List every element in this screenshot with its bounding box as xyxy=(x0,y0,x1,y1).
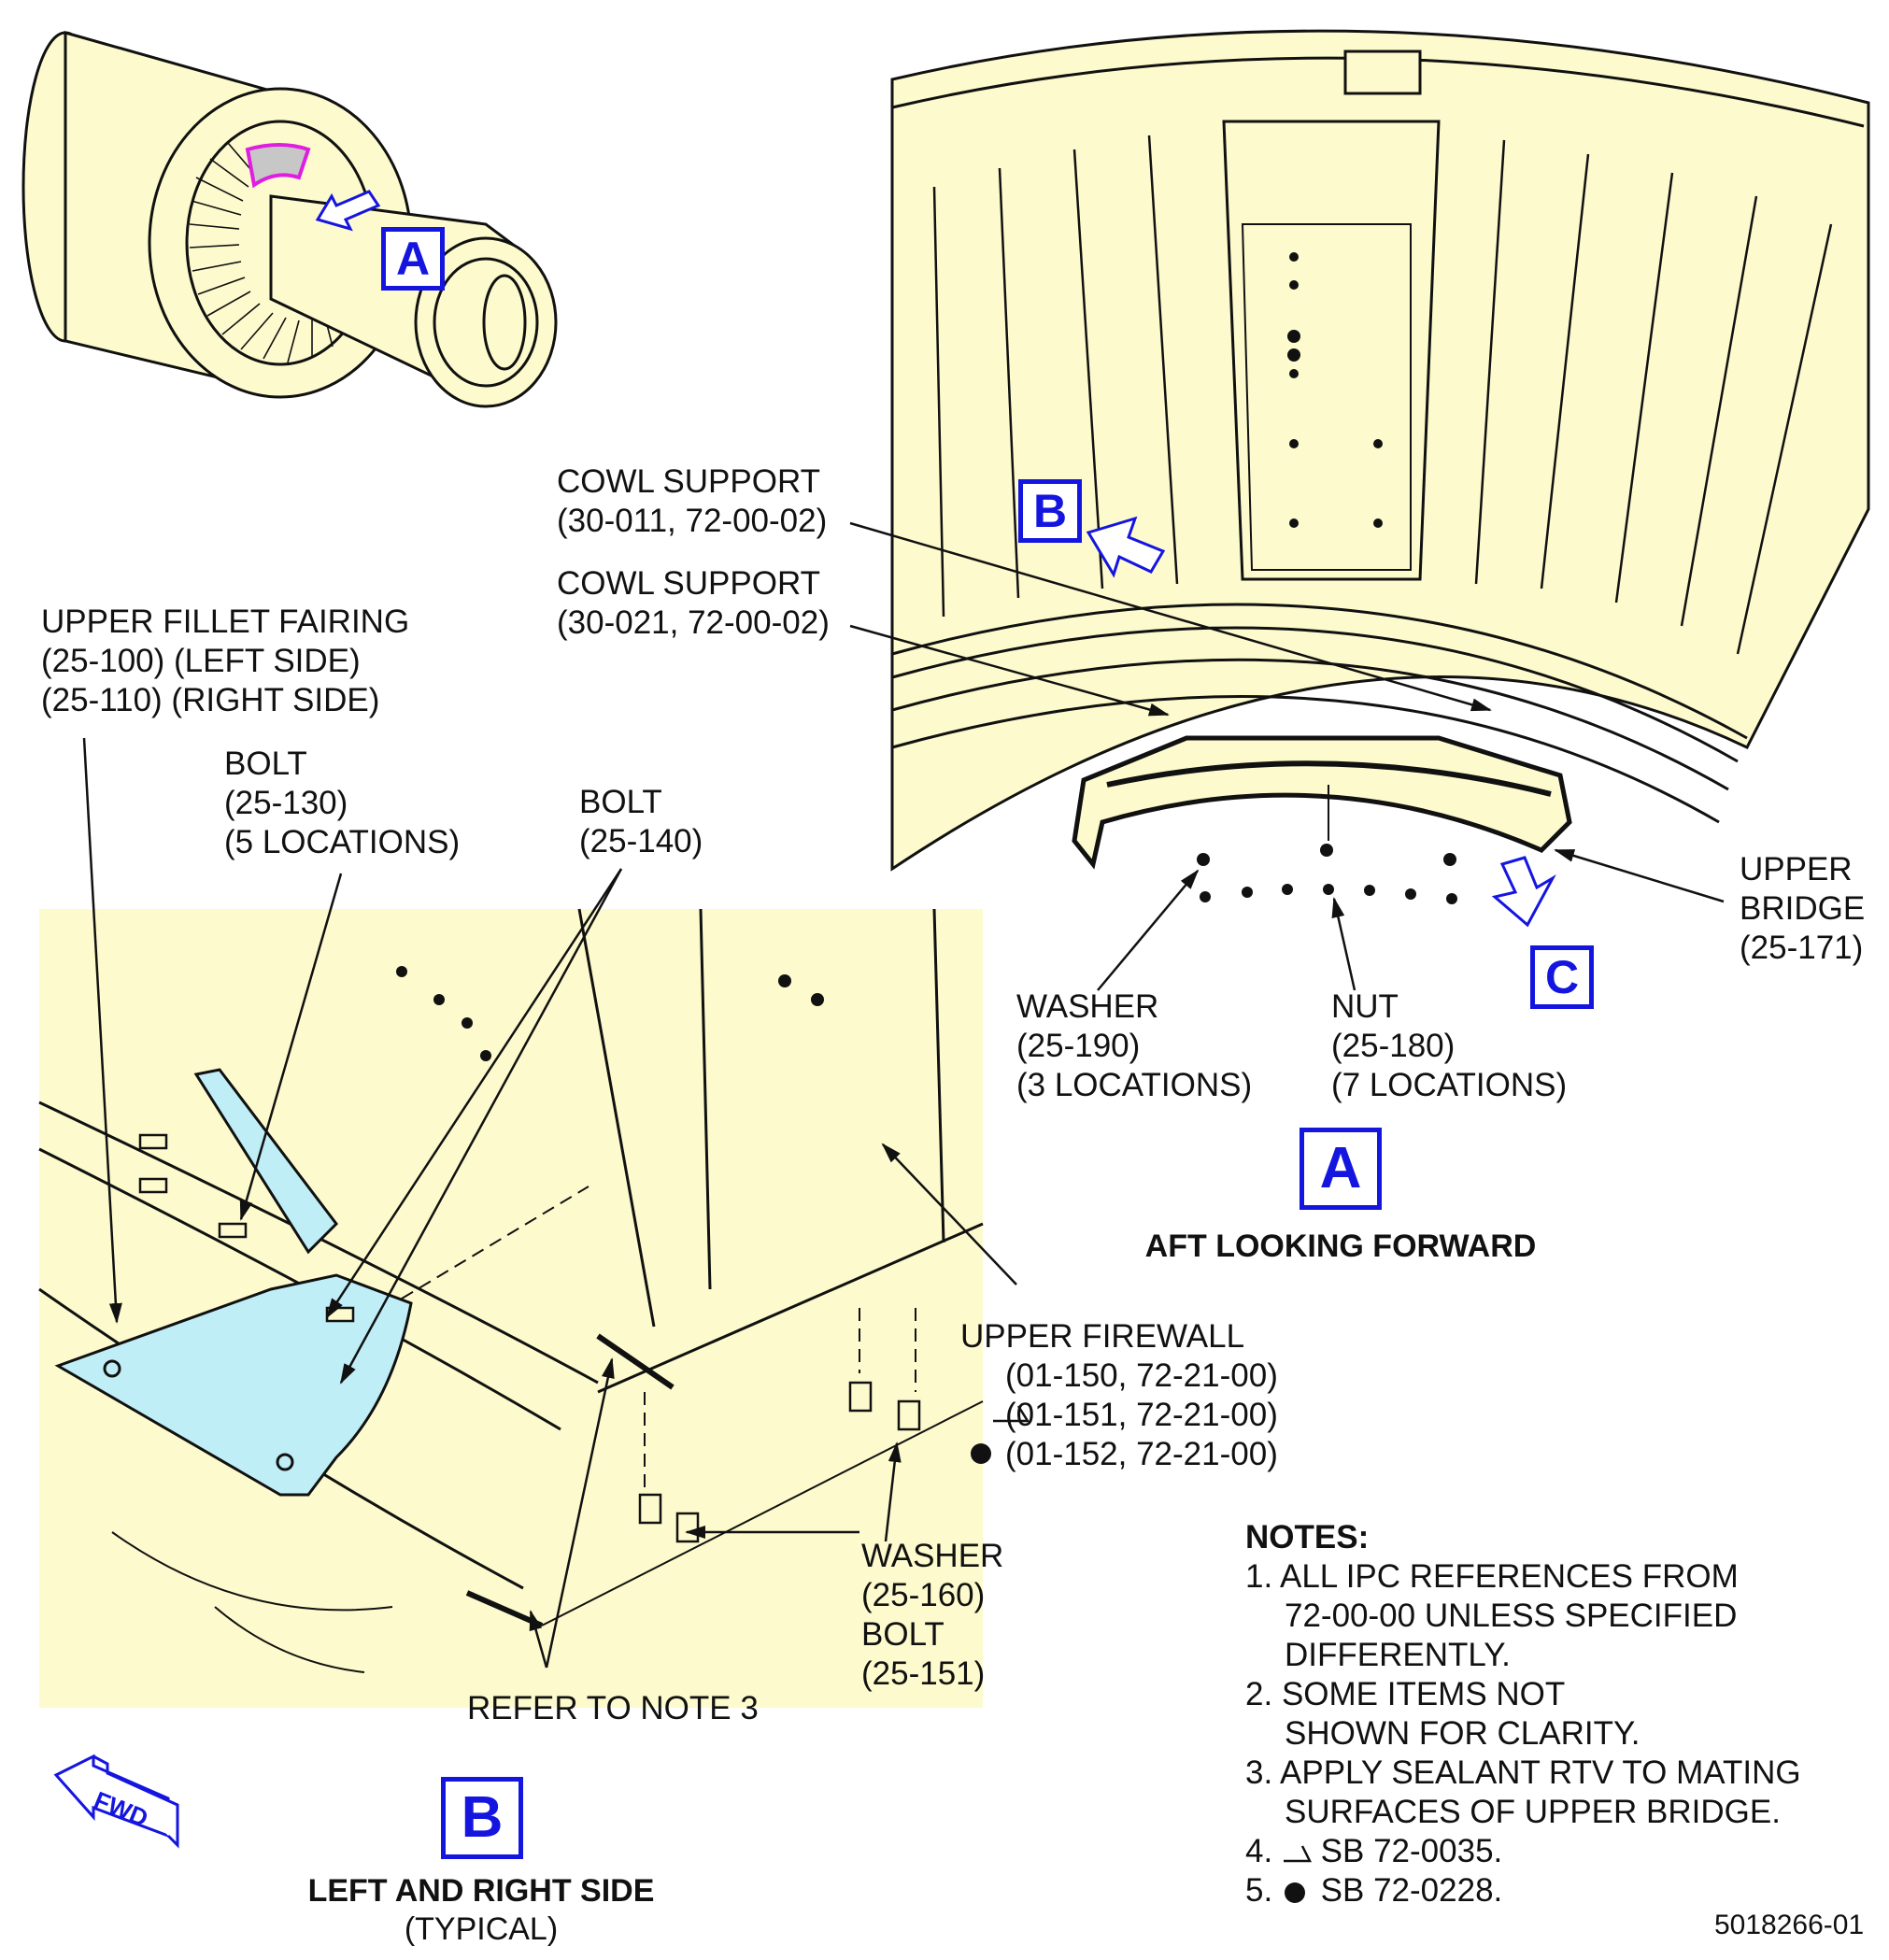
notes-heading: NOTES: xyxy=(1245,1519,1370,1555)
cowl-support-1-label: COWL SUPPORT(30-011, 72-00-02) xyxy=(557,463,828,539)
note-item-cont: SHOWN FOR CLARITY. xyxy=(1285,1715,1640,1752)
note-item-cont: DIFFERENTLY. xyxy=(1285,1637,1511,1673)
note-5-symbol-icon xyxy=(971,1443,991,1464)
engine-overview-illustration xyxy=(21,31,558,408)
note-item: 4. SB 72-0035. xyxy=(1245,1833,1503,1869)
view-b-title-box: B xyxy=(441,1777,523,1859)
note-item-cont: 72-00-00 UNLESS SPECIFIED xyxy=(1285,1598,1738,1634)
fwd-arrow-icon xyxy=(53,1754,179,1849)
bolt-130-label: BOLT(25-130)(5 LOCATIONS) xyxy=(224,746,461,860)
view-a-title-box: A xyxy=(1300,1128,1382,1210)
view-c-ref-box: C xyxy=(1530,945,1594,1009)
notes-block: NOTES: 1. ALL IPC REFERENCES FROM 72-00-… xyxy=(1245,1518,1801,1910)
note-4-symbol-icon xyxy=(993,1405,1030,1423)
note-item: 1. ALL IPC REFERENCES FROM xyxy=(1245,1558,1739,1595)
view-b-illustration xyxy=(38,908,984,1708)
view-b-ref-box: B xyxy=(1018,479,1082,543)
view-c-arrow-icon xyxy=(1491,856,1556,928)
upper-fillet-fairing-label: UPPER FILLET FAIRING(25-100) (LEFT SIDE)… xyxy=(41,604,410,718)
area-a-highlight xyxy=(245,143,311,189)
figure-id: 5018266-01 xyxy=(1714,1910,1865,1940)
note-5-inline-symbol-icon xyxy=(1284,1882,1305,1903)
washer-bolt-label: WASHER(25-160)BOLT(25-151) xyxy=(861,1538,1004,1692)
bolt-140-label: BOLT(25-140) xyxy=(579,784,703,859)
view-b-subtitle: (TYPICAL) xyxy=(404,1911,559,1947)
view-b-arrow-icon xyxy=(1086,516,1166,578)
refer-note-3-label: REFER TO NOTE 3 xyxy=(467,1690,759,1726)
washer-190-label: WASHER(25-190)(3 LOCATIONS) xyxy=(1016,988,1253,1103)
leader-lines xyxy=(82,521,1725,1669)
nut-180-label: NUT(25-180)(7 LOCATIONS) xyxy=(1331,988,1568,1103)
note-item: 5. SB 72-0228. xyxy=(1245,1872,1503,1909)
note-item-cont: SURFACES OF UPPER BRIDGE. xyxy=(1285,1794,1781,1830)
note-item: 3. APPLY SEALANT RTV TO MATING xyxy=(1245,1754,1801,1791)
view-a-arrow-icon xyxy=(315,190,381,232)
view-a-title: AFT LOOKING FORWARD xyxy=(1144,1229,1537,1264)
view-a-ref-box: A xyxy=(381,227,445,291)
cowl-support-2-label: COWL SUPPORT(30-021, 72-00-02) xyxy=(557,565,830,641)
upper-firewall-label: UPPER FIREWALL (01-150, 72-21-00) (01-15… xyxy=(960,1318,1278,1472)
view-a-illustration xyxy=(890,29,1870,928)
view-b-title: LEFT AND RIGHT SIDE xyxy=(307,1873,655,1909)
note-4-inline-symbol-icon xyxy=(1283,1845,1312,1862)
note-item: 2. SOME ITEMS NOT xyxy=(1245,1676,1566,1712)
